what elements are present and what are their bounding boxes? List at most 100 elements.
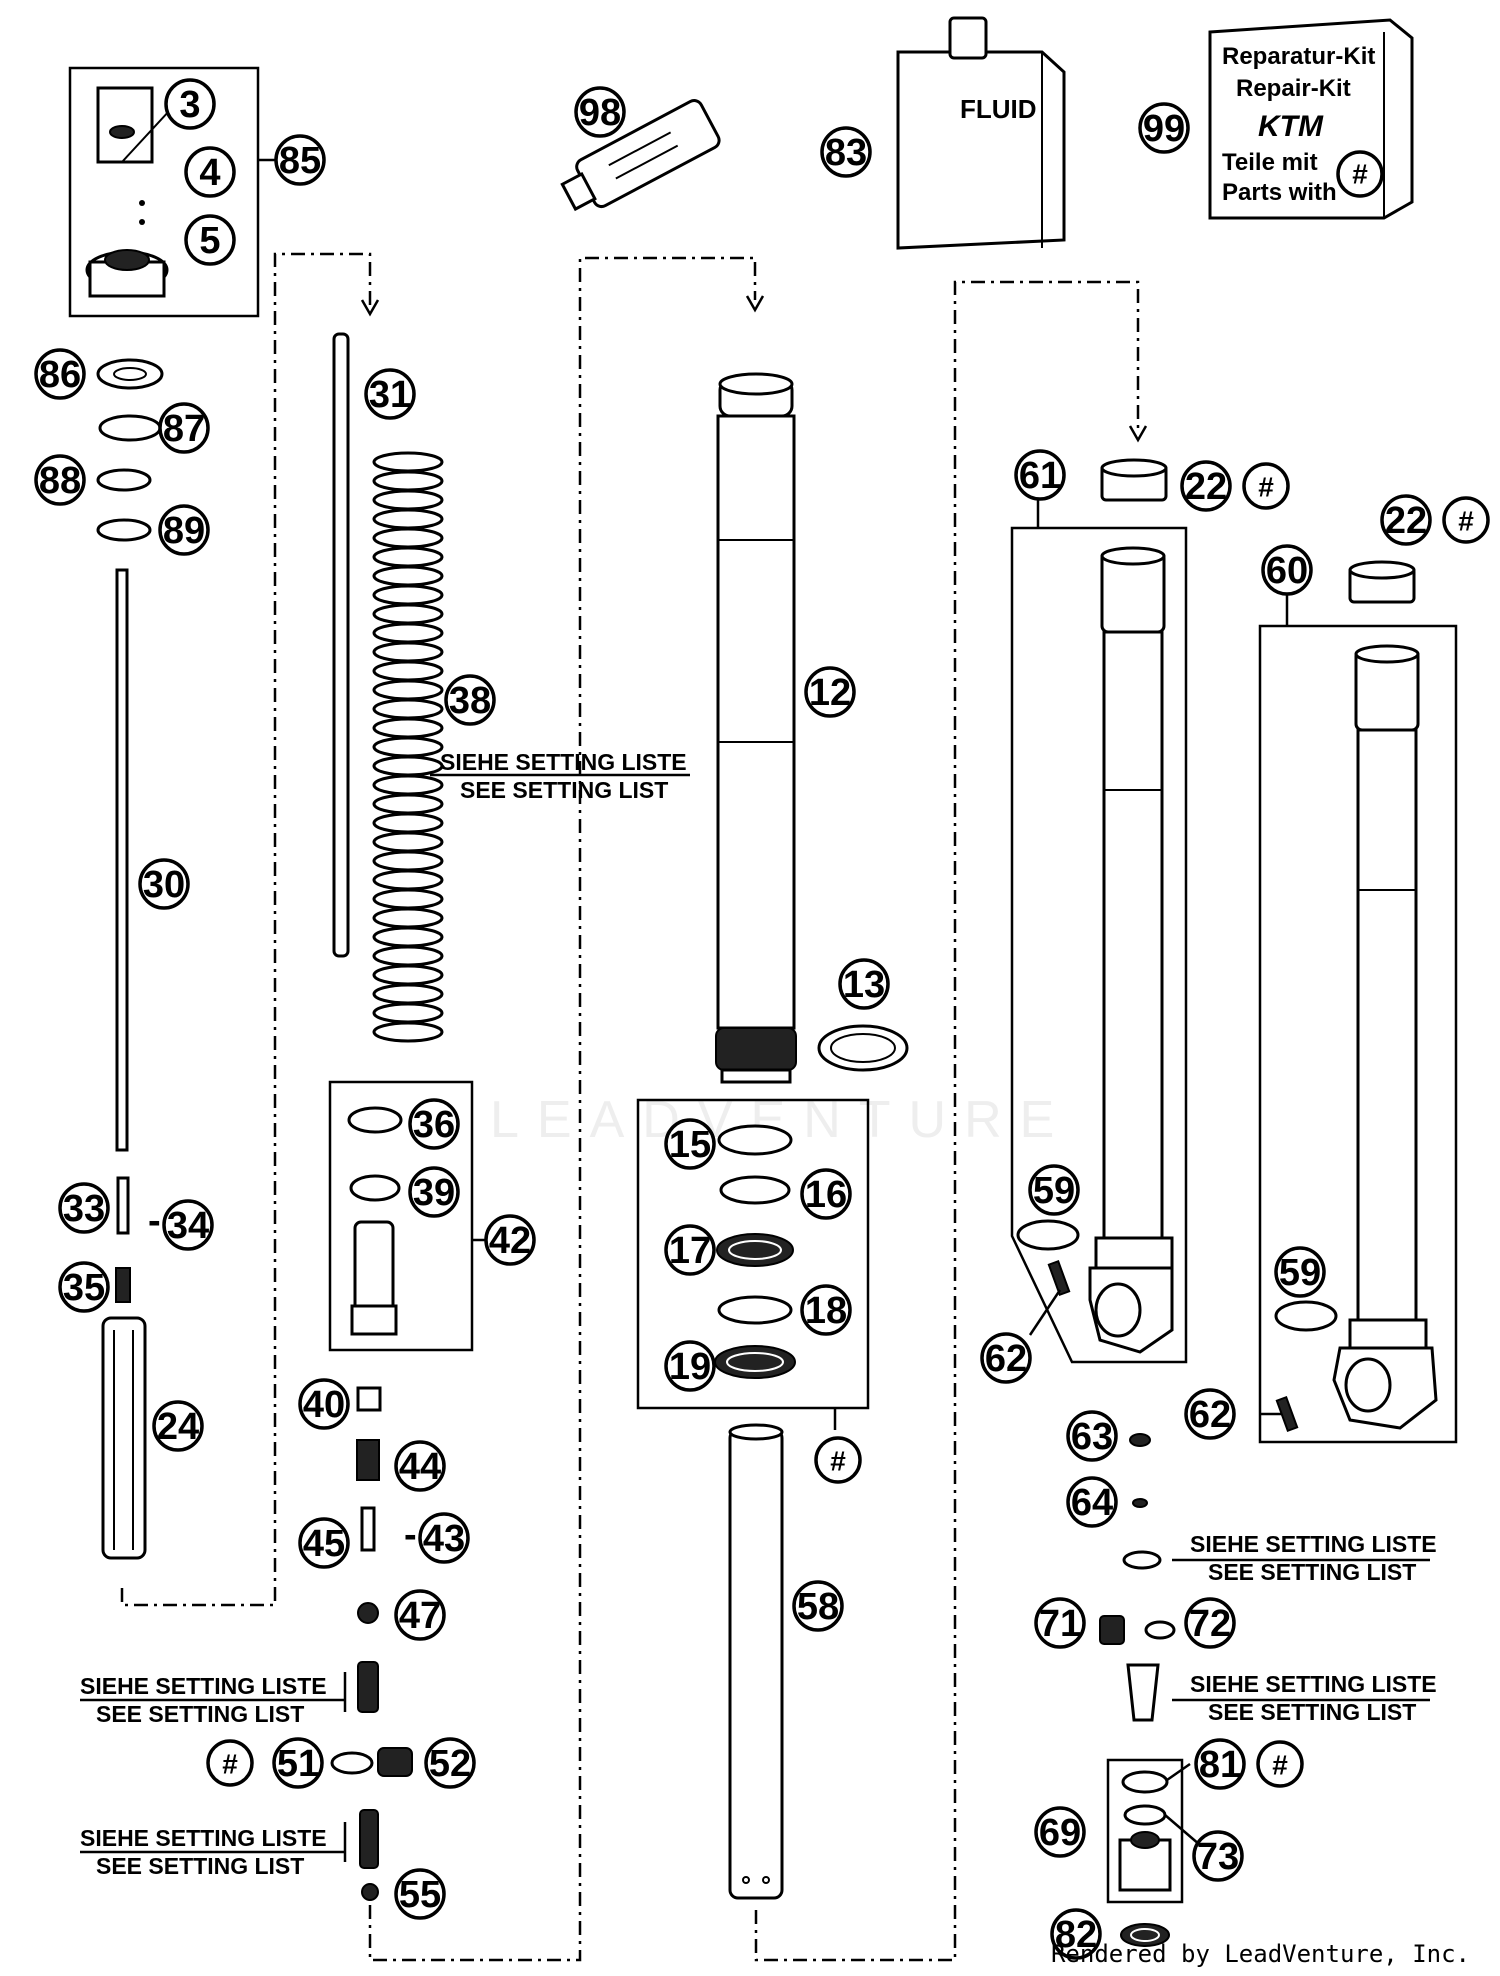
spring-coil (372, 584, 444, 606)
callout-c59a: 59 (1028, 1164, 1080, 1216)
callout-circle-hash4 (206, 1739, 254, 1787)
callout-label-c88: 88 (39, 460, 81, 502)
part-73-ring (1123, 1804, 1167, 1826)
callout-circle-c60 (1261, 544, 1313, 596)
callout-c73: 73 (1192, 1830, 1244, 1882)
callout-c45: 45 (298, 1517, 350, 1569)
part-59-oring-2 (1274, 1300, 1338, 1332)
callout-label-c38: 38 (449, 680, 491, 722)
callout-c86: 86 (34, 348, 86, 400)
callout-circle-c69 (1034, 1806, 1086, 1858)
callout-c3: 3 (164, 78, 216, 130)
callout-c47: 47 (394, 1589, 446, 1641)
setting-note-right-2-line2: SEE SETTING LIST (1208, 1699, 1416, 1725)
callout-c69: 69 (1034, 1806, 1086, 1858)
callout-c71: 71 (1034, 1597, 1086, 1649)
dashed-route-middle (368, 256, 757, 1962)
callout-circle-c3 (164, 78, 216, 130)
callout-hash3: # (814, 1436, 862, 1484)
setting-stack-right (1126, 1663, 1160, 1722)
part-61-rim (1100, 546, 1166, 566)
part-12-top-rim (718, 372, 794, 396)
spring-coil (372, 565, 444, 587)
callout-hash2: # (1442, 496, 1490, 544)
spring-coil (372, 641, 444, 663)
part-62-bolt-1 (1047, 1259, 1071, 1297)
callout-hash1: # (1242, 462, 1290, 510)
callout-circle-c83 (820, 126, 872, 178)
part-98-tube-cap (560, 171, 597, 212)
callout-label-c72: 72 (1189, 1603, 1231, 1645)
callout-circle-c47 (394, 1589, 446, 1641)
callout-label-c87: 87 (163, 408, 205, 450)
callout-label-c15: 15 (669, 1124, 711, 1166)
callout-label-c83: 83 (825, 132, 867, 174)
part-61-tube (1102, 630, 1164, 1240)
callout-label-c89: 89 (163, 510, 205, 552)
spring-coil (372, 793, 444, 815)
callout-label-c62b: 62 (1189, 1394, 1231, 1436)
callout-circle-hash5 (1256, 1740, 1304, 1788)
repair-kit-line4: Parts with (1222, 179, 1337, 206)
part-42-valve (353, 1220, 395, 1320)
callout-label-hash1: # (1258, 472, 1274, 503)
callout-label-c40: 40 (303, 1384, 345, 1426)
callout-c38: 38 (444, 674, 496, 726)
dashed-route-left (120, 252, 372, 1607)
callout-label-c81: 81 (1199, 1744, 1241, 1786)
callout-circle-c34 (162, 1199, 214, 1251)
part-18-ring (717, 1295, 793, 1325)
callout-c62b: 62 (1184, 1388, 1236, 1440)
leader-73 (1164, 1814, 1201, 1846)
part-98-tube (560, 99, 721, 212)
ktm-logo: KTM (1258, 110, 1324, 143)
callout-circle-c36 (408, 1098, 460, 1150)
leader-62-1 (1028, 1289, 1062, 1336)
part-42-base (350, 1304, 398, 1336)
repair-kit-line1: Reparatur-Kit (1222, 43, 1375, 70)
part-group-15-19-box (636, 1098, 870, 1410)
callout-label-c43: 43 (423, 1518, 465, 1560)
callout-label-c5: 5 (199, 220, 220, 262)
callout-label-c63: 63 (1071, 1416, 1113, 1458)
callout-c24: 24 (152, 1400, 204, 1452)
callout-label-c55: 55 (399, 1874, 441, 1916)
part-52-piston (377, 1747, 413, 1777)
spring-coil (372, 1002, 444, 1024)
callout-circle-c5 (184, 214, 236, 266)
callout-circle-c15 (664, 1118, 716, 1170)
callout-circle-c45 (298, 1517, 350, 1569)
part-13-ring (817, 1024, 909, 1072)
callout-label-c3: 3 (179, 84, 200, 126)
callout-label-c51: 51 (277, 1743, 319, 1785)
setting-note-left-2: SIEHE SETTING LISTE SEE SETTING LIST (80, 1825, 327, 1879)
part-83-bottle (896, 50, 1066, 250)
part-89-washer (96, 518, 152, 542)
setting-note-right-2: SIEHE SETTING LISTE SEE SETTING LIST (1190, 1671, 1437, 1725)
part-17-seal-inner (728, 1240, 782, 1260)
callout-c83: 83 (820, 126, 872, 178)
callout-c64: 64 (1066, 1476, 1118, 1528)
callout-c44: 44 (394, 1440, 446, 1492)
setting-note-left-1: SIEHE SETTING LISTE SEE SETTING LIST (80, 1673, 327, 1727)
spring-coil (372, 850, 444, 872)
spring-coil (372, 964, 444, 986)
callout-label-c13: 13 (843, 964, 885, 1006)
callout-circle-c51 (272, 1737, 324, 1789)
spring-coil (372, 660, 444, 682)
part-60-axle-hole (1344, 1357, 1392, 1413)
callout-label-c19: 19 (669, 1346, 711, 1388)
part-22-bushing-1-top (1100, 458, 1168, 478)
callout-circle-c71 (1034, 1597, 1086, 1649)
setting-note-right-1-line2: SEE SETTING LIST (1208, 1559, 1416, 1585)
callout-c4: 4 (184, 146, 236, 198)
part-82-seal-inner (1130, 1928, 1160, 1942)
part-12-tube (716, 414, 796, 1030)
part-44-spring (356, 1439, 380, 1481)
callout-label-c60: 60 (1266, 550, 1308, 592)
spring-coil (372, 945, 444, 967)
repair-kit-label: Reparatur-Kit Repair-Kit KTM Teile mit P… (1222, 43, 1384, 206)
repair-kit-line2: Repair-Kit (1236, 75, 1351, 102)
callout-c34: 34 (162, 1199, 214, 1251)
